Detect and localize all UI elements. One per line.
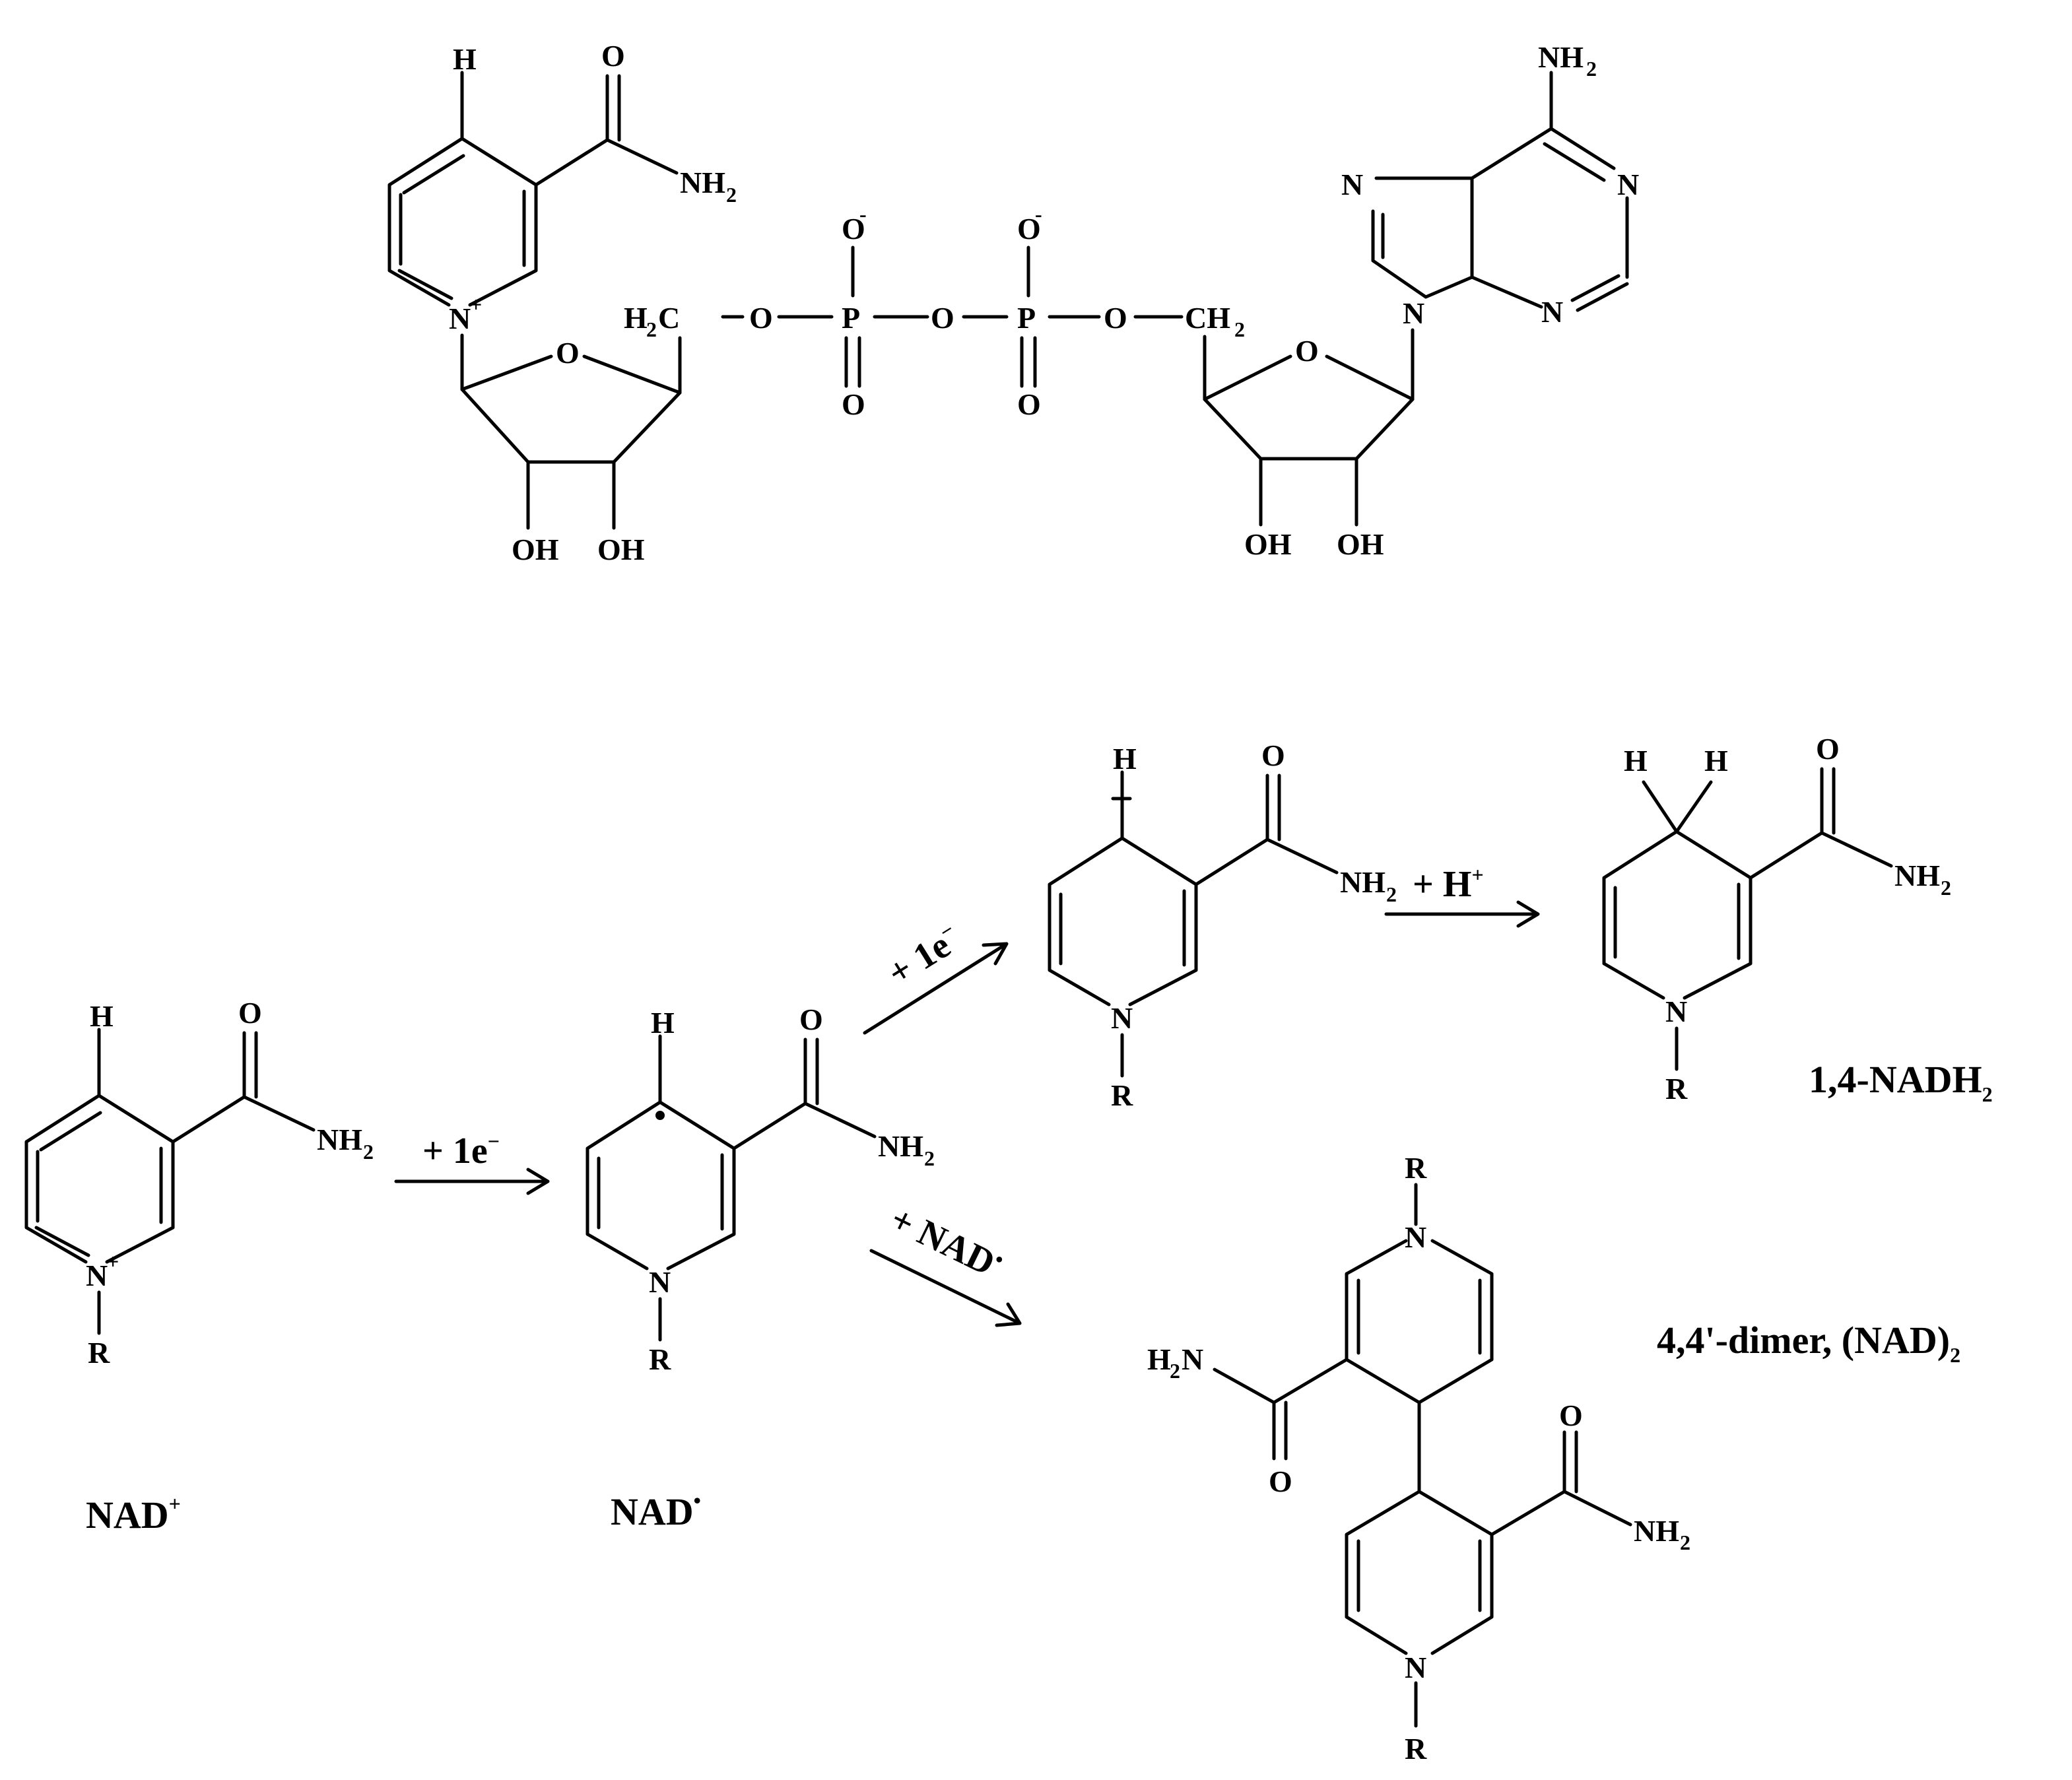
radical-dot bbox=[655, 1111, 665, 1120]
atom-o: O bbox=[1017, 387, 1041, 421]
atom-o: O bbox=[931, 301, 954, 335]
atom-o: O bbox=[842, 212, 865, 246]
arrow-4-label: + NAD• bbox=[884, 1199, 1008, 1287]
atom-h: H bbox=[1624, 744, 1648, 777]
atom-o: O bbox=[749, 301, 773, 335]
atom-n: N bbox=[1341, 168, 1363, 201]
label-nad-radical: NAD• bbox=[611, 1488, 701, 1533]
atom-o: O bbox=[1104, 301, 1127, 335]
atom-nh: NH bbox=[680, 166, 725, 199]
atom-sub: 2 bbox=[363, 1140, 374, 1164]
atom-n: N bbox=[1541, 295, 1563, 329]
atom-n: N bbox=[1405, 1220, 1426, 1254]
atom-sub: 2 bbox=[726, 183, 737, 207]
label-nadh2: 1,4-NADH2 bbox=[1809, 1058, 1993, 1106]
atom-sub: 2 bbox=[1234, 317, 1245, 341]
atom-sub: 2 bbox=[1386, 882, 1397, 906]
atom-n: N bbox=[1665, 995, 1687, 1028]
atom-sub: 2 bbox=[1941, 876, 1951, 900]
arrow-2-label: + 1e− bbox=[880, 917, 968, 994]
atom-n: N bbox=[1182, 1342, 1203, 1376]
atom-h: H bbox=[1113, 742, 1137, 775]
atom-minus: - bbox=[1035, 202, 1042, 226]
atom-sub: 2 bbox=[646, 317, 657, 341]
atom-oh: OH bbox=[1337, 527, 1384, 561]
atom-sub: 2 bbox=[1586, 57, 1597, 81]
atom-o: O bbox=[601, 39, 625, 73]
atom-nh: NH bbox=[878, 1129, 923, 1163]
atom-r: R bbox=[1111, 1078, 1133, 1112]
atom-c: C bbox=[658, 301, 680, 335]
atom-o: O bbox=[842, 387, 865, 421]
atom-r: R bbox=[1405, 1151, 1427, 1185]
atom-plus: + bbox=[107, 1249, 119, 1273]
atom-plus: + bbox=[470, 292, 482, 316]
atom-o: O bbox=[1269, 1465, 1292, 1498]
atom-r: R bbox=[1665, 1072, 1688, 1105]
atom-nh: NH bbox=[1340, 865, 1386, 899]
atom-sub: 2 bbox=[1680, 1531, 1690, 1554]
atom-n: N bbox=[1617, 168, 1639, 201]
atom-oh: OH bbox=[512, 533, 559, 566]
atom-h: H bbox=[90, 999, 114, 1033]
nadh2-structure: H H O NH 2 N R bbox=[1602, 732, 1951, 1105]
atom-nh: NH bbox=[1538, 40, 1584, 74]
atom-nh: NH bbox=[1634, 1514, 1679, 1548]
atom-h2: H bbox=[624, 301, 648, 335]
atom-oh: OH bbox=[1244, 527, 1292, 561]
atom-o: O bbox=[1816, 732, 1840, 766]
atom-n: N bbox=[1405, 1651, 1426, 1684]
atom-r: R bbox=[88, 1336, 110, 1369]
atom-h: H bbox=[453, 42, 477, 76]
atom-p: P bbox=[1017, 301, 1036, 335]
arrow-4: + NAD• bbox=[869, 1199, 1022, 1327]
atom-oh: OH bbox=[597, 533, 645, 566]
atom-nh: NH bbox=[317, 1123, 362, 1156]
atom-o: O bbox=[799, 1003, 823, 1036]
nad-anion-structure: H O NH 2 N R bbox=[1048, 739, 1397, 1112]
atom-o: O bbox=[1261, 739, 1285, 772]
atom-o: O bbox=[556, 336, 580, 370]
atom-nh: NH bbox=[1894, 859, 1940, 892]
atom-r: R bbox=[1405, 1732, 1427, 1765]
atom-h: H bbox=[1704, 744, 1728, 777]
arrow-3-label: + H+ bbox=[1413, 863, 1484, 905]
atom-p: P bbox=[842, 301, 860, 335]
arrow-2: + 1e− bbox=[863, 917, 1009, 1035]
atom-ch: CH bbox=[1185, 301, 1230, 335]
atom-o: O bbox=[238, 996, 262, 1030]
arrow-1: + 1e− bbox=[394, 1129, 550, 1195]
nad-full-structure: H O NH 2 N + O OH OH H 2 C O P O - O O P… bbox=[387, 39, 1639, 566]
nad-radical-structure: H O NH 2 N R bbox=[585, 1003, 935, 1376]
atom-n: N bbox=[449, 302, 471, 335]
arrow-3: + H+ bbox=[1384, 863, 1540, 928]
nad-plus-structure: H O NH 2 N + R bbox=[24, 996, 374, 1369]
atom-h2: H bbox=[1147, 1342, 1171, 1376]
atom-o: O bbox=[1559, 1399, 1583, 1432]
atom-n: N bbox=[649, 1265, 671, 1299]
label-dimer: 4,4'-dimer, (NAD)2 bbox=[1657, 1319, 1960, 1367]
atom-h: H bbox=[651, 1006, 675, 1039]
atom-sub: 2 bbox=[924, 1146, 935, 1170]
arrow-1-label: + 1e− bbox=[422, 1129, 500, 1171]
atom-o: O bbox=[1295, 334, 1319, 368]
atom-o: O bbox=[1017, 212, 1041, 246]
dimer-structure: R N H 2 N O O NH 2 N R bbox=[1147, 1151, 1690, 1765]
label-nad-plus: NAD+ bbox=[86, 1492, 181, 1536]
atom-n: N bbox=[1111, 1001, 1133, 1035]
atom-r: R bbox=[649, 1342, 671, 1376]
atom-n: N bbox=[86, 1259, 108, 1292]
atom-sub: 2 bbox=[1170, 1359, 1180, 1383]
atom-n: N bbox=[1403, 296, 1424, 330]
atom-minus: - bbox=[859, 202, 867, 226]
